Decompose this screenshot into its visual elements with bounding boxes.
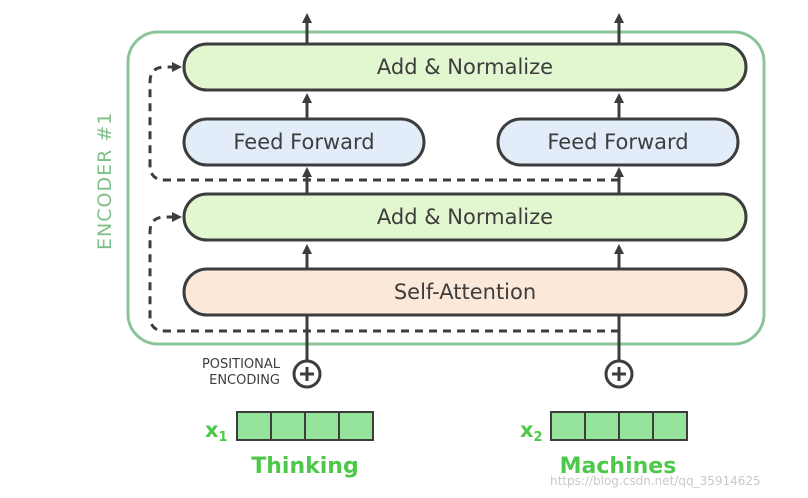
feed-forward-right: Feed Forward: [496, 117, 740, 167]
add-normalize-top-label: Add & Normalize: [377, 55, 553, 79]
input-x1-label: x1: [205, 418, 228, 445]
encoder-container: [126, 30, 766, 346]
input-word-machines: Machines: [560, 454, 677, 479]
feed-forward-right-label: Feed Forward: [547, 130, 688, 154]
self-attention-label: Self-Attention: [394, 280, 536, 304]
self-attention-block: Self-Attention: [182, 267, 748, 317]
input-x2-vector: [550, 411, 688, 441]
positional-encoding-line1: POSITIONAL: [202, 357, 281, 372]
positional-encoding-line2: ENCODING: [209, 373, 280, 388]
input-word-thinking: Thinking: [251, 454, 358, 479]
feed-forward-left-label: Feed Forward: [233, 130, 374, 154]
residual-connections: [148, 62, 619, 333]
feed-forward-left: Feed Forward: [182, 117, 426, 167]
input-x2-label: x2: [520, 418, 543, 445]
plus-circle-icon-left: [292, 359, 322, 389]
add-normalize-bottom-label: Add & Normalize: [377, 205, 553, 229]
input-x1-vector: [236, 411, 374, 441]
encoder-label: ENCODER #1: [94, 112, 116, 250]
watermark: https://blog.csdn.net/qq_35914625: [550, 474, 761, 488]
plus-circle-icon-right: [604, 359, 634, 389]
add-normalize-bottom: Add & Normalize: [182, 192, 748, 242]
add-normalize-top: Add & Normalize: [182, 42, 748, 92]
